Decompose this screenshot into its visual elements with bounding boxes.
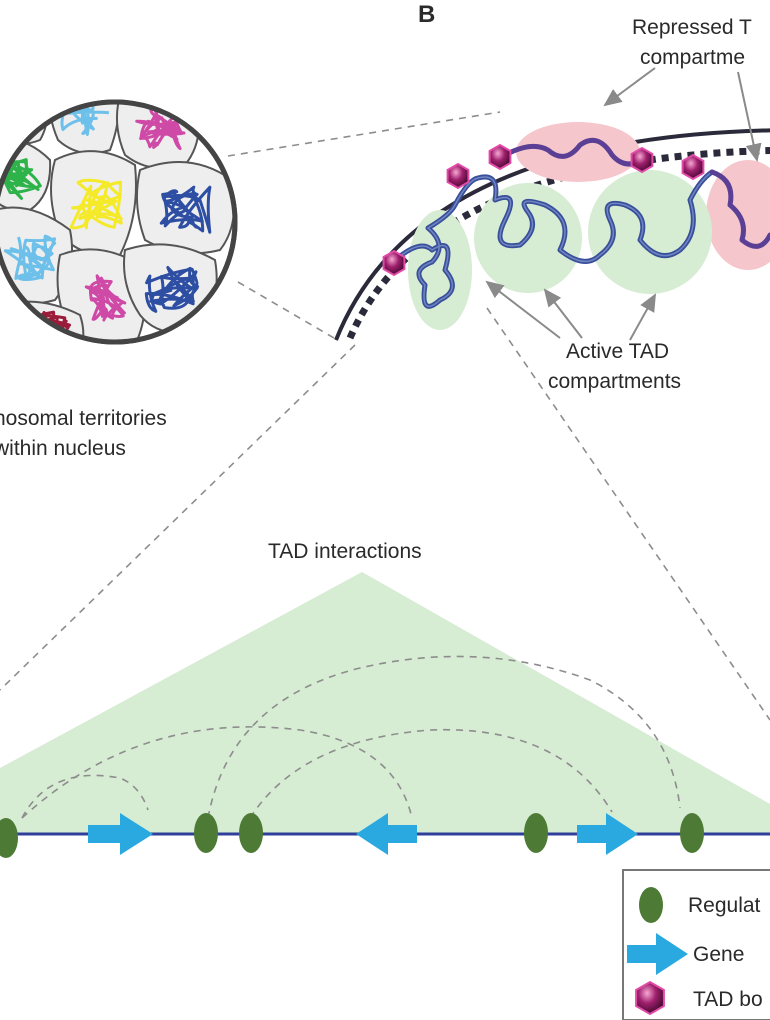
chromosomal-territories bbox=[0, 104, 233, 340]
tad-boundary-2 bbox=[446, 162, 470, 190]
zoom-guide-lines bbox=[0, 111, 770, 721]
left-caption-line1: nosomal territories bbox=[0, 407, 167, 430]
tad-boundary-4 bbox=[630, 146, 654, 174]
legend-boundary-hex bbox=[635, 980, 665, 1016]
legend-boundary-symbol bbox=[635, 980, 665, 1016]
chromosome-territory-9 bbox=[144, 266, 200, 313]
chromosome-territory-6 bbox=[159, 185, 212, 234]
repressed-label-line1: Repressed T bbox=[632, 16, 752, 39]
chromatin-fiber bbox=[390, 137, 770, 309]
chromosome-territory-8 bbox=[84, 274, 127, 322]
repressed-label-line2: compartme bbox=[640, 46, 745, 69]
tad-boundary-3 bbox=[488, 143, 512, 171]
legend: Regulat Gene TAD bo bbox=[622, 869, 770, 1020]
tad-interactions-title: TAD interactions bbox=[268, 540, 422, 563]
regulatory-elements bbox=[0, 813, 704, 858]
legend-boundary-label: TAD bo bbox=[693, 988, 763, 1011]
legend-regulatory-symbol bbox=[639, 887, 663, 923]
left-caption-line2: within nucleus bbox=[0, 437, 126, 460]
legend-gene-symbol bbox=[627, 933, 688, 975]
tad-boundary-markers bbox=[382, 143, 705, 277]
legend-gene-label: Gene bbox=[693, 943, 744, 966]
panel-label-b: B bbox=[418, 1, 435, 28]
tad-boundary-5 bbox=[681, 153, 705, 181]
active-label-line2: compartments bbox=[548, 370, 681, 393]
active-label-line1: Active TAD bbox=[566, 340, 669, 363]
chromosome-territory-7 bbox=[3, 234, 57, 282]
tad-interaction-region bbox=[0, 572, 770, 834]
chromosome-territory-5 bbox=[69, 178, 123, 230]
genes bbox=[88, 813, 638, 855]
chromosome-territory-1 bbox=[0, 104, 44, 136]
tad-boundary-1 bbox=[382, 249, 406, 277]
interaction-arcs bbox=[21, 655, 681, 819]
chromosome-territory-2 bbox=[58, 104, 109, 136]
nucleus bbox=[0, 99, 238, 345]
callout-arrows bbox=[485, 67, 762, 341]
chromosome-territory-3 bbox=[135, 104, 186, 151]
legend-regulatory-label: Regulat bbox=[688, 894, 761, 917]
